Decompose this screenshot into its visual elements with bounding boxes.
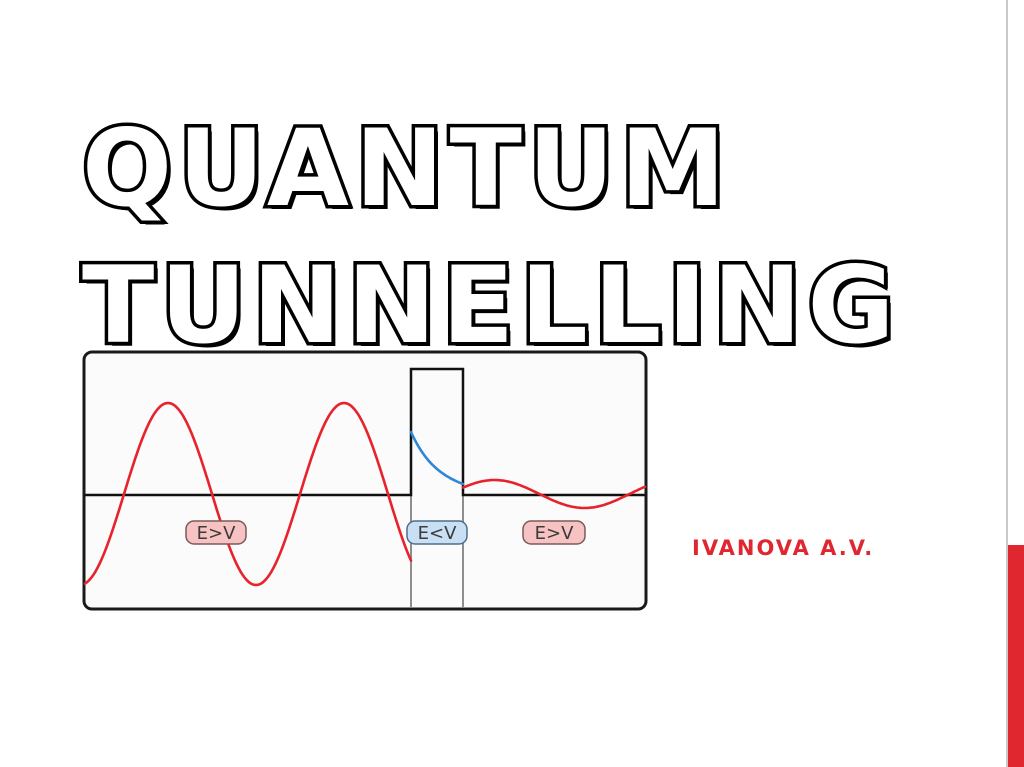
wave-decay-barrier xyxy=(409,430,465,486)
label-left-region: E>V xyxy=(185,520,247,545)
potential-line xyxy=(85,367,645,497)
slide-edge-line xyxy=(1006,0,1008,767)
title-line-2: TUNNELLING xyxy=(78,241,901,371)
author-name: IVANOVA A.V. xyxy=(692,536,875,560)
title-line-1: QUANTUM xyxy=(78,104,732,234)
label-right-text: E>V xyxy=(535,523,574,544)
accent-bar-red xyxy=(1008,545,1024,767)
diagram-frame xyxy=(82,350,648,611)
label-barrier-region: E<V xyxy=(406,520,468,545)
label-right-badge xyxy=(522,520,586,545)
tunnelling-diagram: E>V E<V E>V xyxy=(82,350,648,611)
label-right-region: E>V xyxy=(522,520,586,545)
accent-bar xyxy=(1008,0,1024,767)
label-left-text: E>V xyxy=(197,523,236,544)
label-barrier-badge xyxy=(406,520,468,545)
accent-bar-blank xyxy=(1008,0,1024,545)
label-barrier-text: E<V xyxy=(418,523,457,544)
label-left-badge xyxy=(185,520,247,545)
wave-free-left xyxy=(83,401,413,587)
slide-title: QUANTUM TUNNELLING xyxy=(78,100,901,374)
wave-free-right xyxy=(461,478,647,510)
